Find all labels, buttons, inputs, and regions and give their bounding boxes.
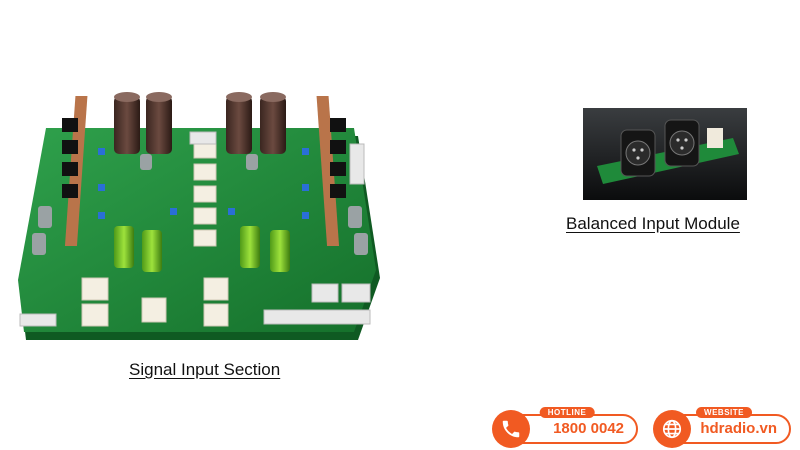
website-url[interactable]: hdradio.vn (700, 420, 777, 437)
hotline-label: HOTLINE (539, 407, 595, 418)
balanced-input-module-photo (583, 108, 747, 200)
website-badge[interactable]: WEBSITE hdradio.vn (653, 407, 791, 448)
balanced-input-caption: Balanced Input Module (566, 214, 740, 233)
hotline-number[interactable]: 1800 0042 (553, 420, 624, 437)
website-label: WEBSITE (696, 407, 752, 418)
hotline-badge[interactable]: HOTLINE 1800 0042 (492, 407, 638, 448)
signal-input-board-photo (18, 92, 380, 340)
globe-icon (653, 410, 691, 448)
phone-icon (492, 410, 530, 448)
signal-input-caption: Signal Input Section (129, 360, 281, 379)
